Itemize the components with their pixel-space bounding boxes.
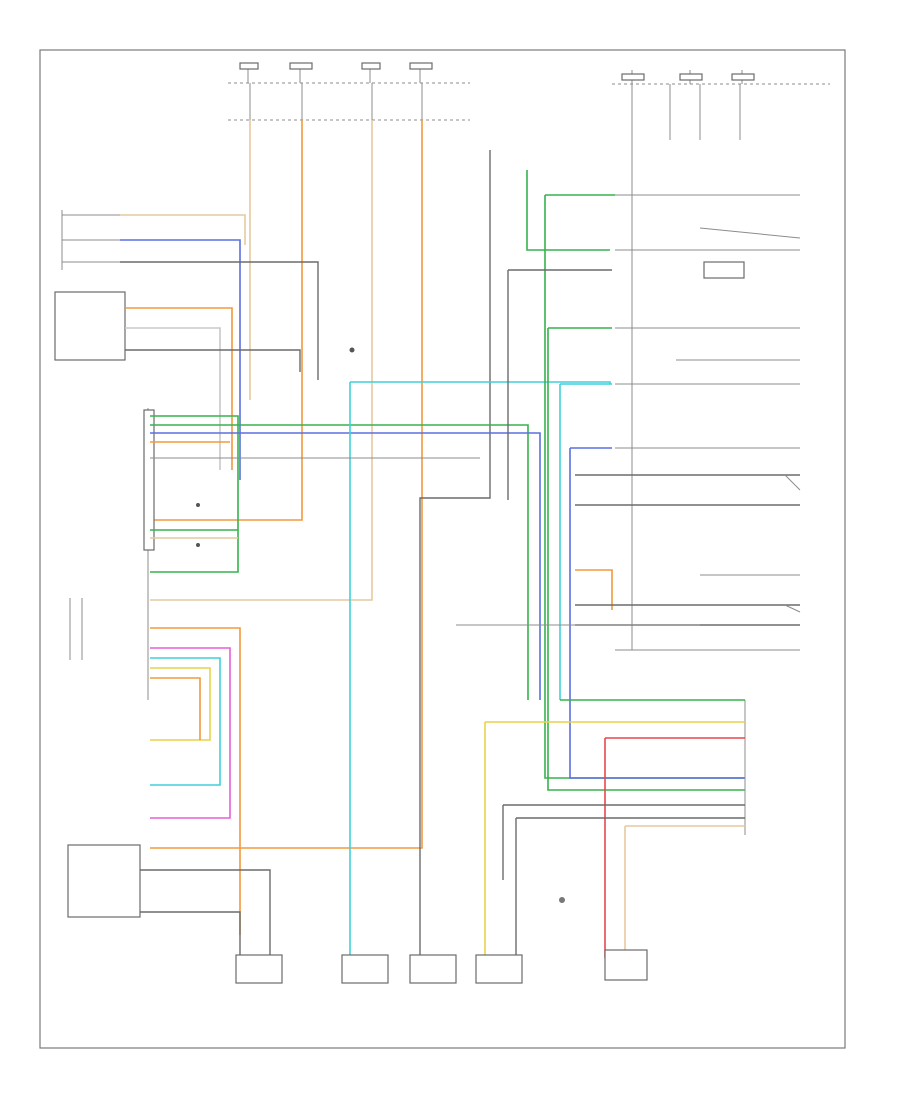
blower-motor	[235, 954, 283, 984]
blower-resistor-box	[67, 844, 141, 918]
wire-orange-feed-1	[150, 120, 303, 521]
ground-dot-2	[196, 543, 200, 547]
wire-green-relay-long	[544, 195, 745, 779]
ground-dot-1	[196, 503, 200, 507]
fuse-block-right	[612, 70, 830, 650]
wire-gray-seat	[125, 327, 221, 470]
wire-pink-loop	[150, 647, 231, 819]
wire-orange-seat	[125, 307, 233, 470]
wire-blue-relay-long	[569, 448, 745, 779]
relay-cluster	[615, 194, 801, 651]
wire-cyan-loop	[150, 657, 221, 786]
wire-black-ground-1	[419, 150, 491, 958]
wire-orange-lower	[150, 627, 241, 935]
wire-green-long-1	[150, 424, 529, 700]
wire-tan-switch	[120, 214, 246, 245]
seat-switch-box	[54, 291, 126, 361]
cooling-fan-left	[341, 954, 389, 984]
cooling-fan-right	[409, 954, 457, 984]
wire-green-relay-long-2	[547, 328, 745, 791]
diagram-frame	[39, 49, 846, 1049]
pressure-sensor	[475, 954, 523, 984]
ac-control-connector	[484, 699, 746, 958]
left-switch-upper	[61, 210, 120, 270]
evaporator-sensor	[559, 897, 565, 903]
wire-blue-module	[150, 432, 541, 700]
fuse-block-left	[228, 62, 470, 121]
wire-green-module-loop	[150, 415, 239, 573]
wire-black-blower-2	[140, 911, 241, 958]
ground-splice	[349, 347, 355, 353]
wire-blue-switch	[120, 239, 241, 480]
wire-orange-loop	[150, 677, 201, 740]
wire-tan-feed-2	[150, 120, 373, 601]
wire-yellow-loop	[150, 667, 211, 741]
wire-orange-feed-2	[150, 120, 423, 849]
wire-orange-relay	[575, 569, 613, 610]
ac-compressor	[604, 949, 648, 981]
hvac-control-module	[143, 408, 155, 700]
wire-black-switch	[120, 261, 319, 380]
wire-black-seat	[125, 349, 301, 372]
wire-green-upper	[526, 170, 610, 251]
wire-black-blower-1	[140, 869, 271, 958]
